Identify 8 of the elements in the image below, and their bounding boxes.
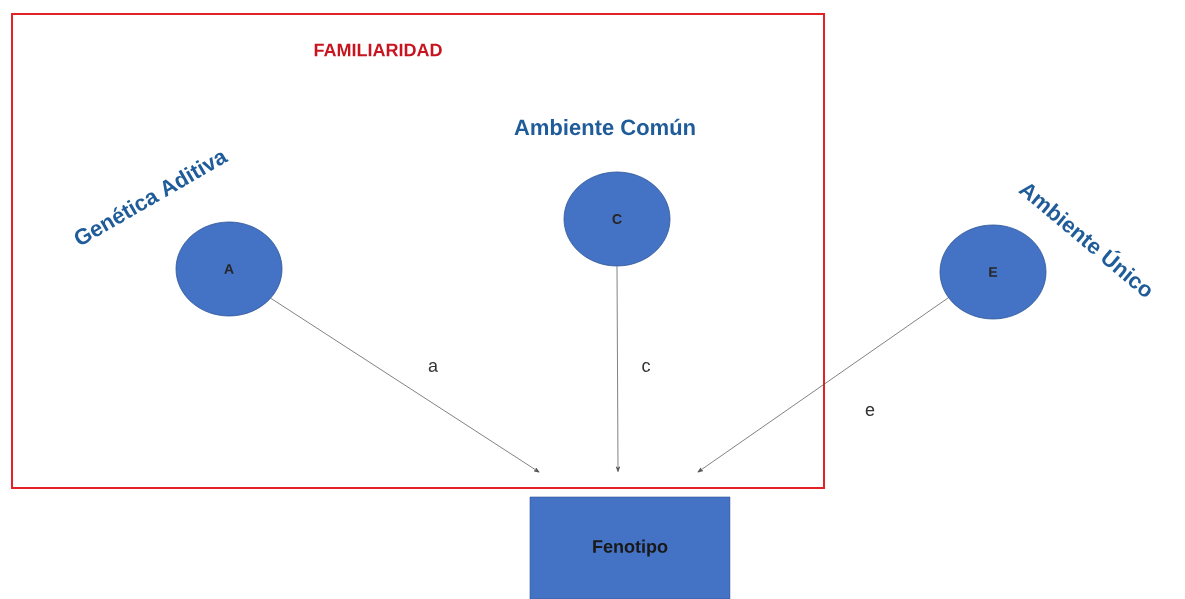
arrow [270,298,540,473]
process-box: Fenotipo [529,496,731,599]
node-caption: Ambiente Común [514,118,695,136]
arrow [697,297,949,473]
edge-label: c [639,360,653,374]
edge-label: e [863,404,877,418]
edge-label: a [426,360,440,374]
arrow [615,266,621,472]
